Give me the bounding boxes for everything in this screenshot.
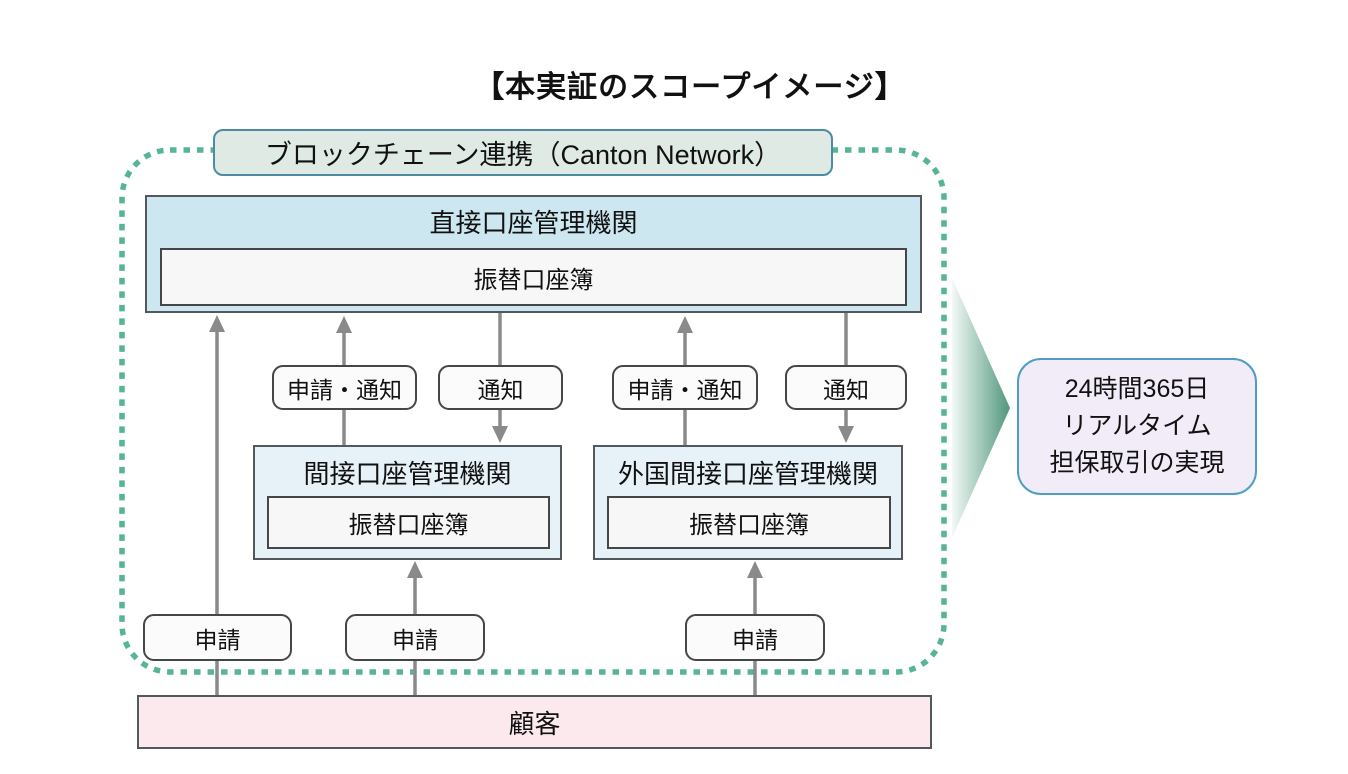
label-notification-left: 通知 bbox=[438, 365, 563, 410]
label-text: 申請・通知 bbox=[627, 376, 743, 403]
label-text: 申請・通知 bbox=[287, 376, 402, 403]
label-application-left: 申請 bbox=[143, 614, 292, 661]
label-text: 申請 bbox=[392, 626, 438, 653]
outcome-arrow bbox=[952, 278, 1010, 538]
label-text: 通知 bbox=[477, 376, 524, 403]
indirect-institution-box: 間接口座管理機関 振替口座簿 bbox=[253, 445, 562, 560]
outcome-line-3: 担保取引の実現 bbox=[1049, 449, 1225, 477]
direct-institution-title: 直接口座管理機関 bbox=[429, 208, 638, 238]
indirect-ledger-box: 振替口座簿 bbox=[267, 496, 550, 549]
blockchain-boundary-dashed-border bbox=[119, 147, 947, 675]
customer-label: 顧客 bbox=[508, 708, 561, 739]
direct-ledger-label: 振替口座簿 bbox=[473, 266, 594, 294]
label-application-right: 申請 bbox=[685, 614, 825, 661]
page-title: 【本実証のスコープイメージ】 bbox=[474, 71, 906, 104]
indirect-ledger-label: 振替口座簿 bbox=[348, 512, 469, 539]
indirect-institution-title: 間接口座管理機関 bbox=[303, 459, 512, 489]
label-application-notification-right: 申請・通知 bbox=[612, 365, 758, 410]
label-text: 申請 bbox=[732, 626, 778, 653]
foreign-institution-box: 外国間接口座管理機関 振替口座簿 bbox=[593, 445, 903, 560]
outcome-box: 24時間365日 リアルタイム 担保取引の実現 bbox=[1017, 358, 1257, 495]
outcome-line-1: 24時間365日 bbox=[1064, 375, 1210, 403]
customer-box: 顧客 bbox=[137, 695, 932, 749]
blockchain-network-label-text: ブロックチェーン連携（Canton Network） bbox=[264, 140, 782, 170]
label-application-middle: 申請 bbox=[345, 614, 485, 661]
blockchain-network-label: ブロックチェーン連携（Canton Network） bbox=[213, 129, 833, 176]
foreign-ledger-label: 振替口座簿 bbox=[689, 512, 809, 539]
direct-ledger-box: 振替口座簿 bbox=[160, 248, 907, 306]
label-text: 申請 bbox=[194, 626, 241, 653]
outcome-line-2: リアルタイム bbox=[1062, 412, 1212, 440]
direct-institution-box: 直接口座管理機関 振替口座簿 bbox=[145, 195, 922, 313]
foreign-institution-title: 外国間接口座管理機関 bbox=[617, 459, 878, 489]
label-application-notification-left: 申請・通知 bbox=[272, 365, 417, 410]
label-notification-right: 通知 bbox=[785, 365, 907, 410]
foreign-ledger-box: 振替口座簿 bbox=[607, 496, 891, 549]
label-text: 通知 bbox=[823, 376, 869, 403]
